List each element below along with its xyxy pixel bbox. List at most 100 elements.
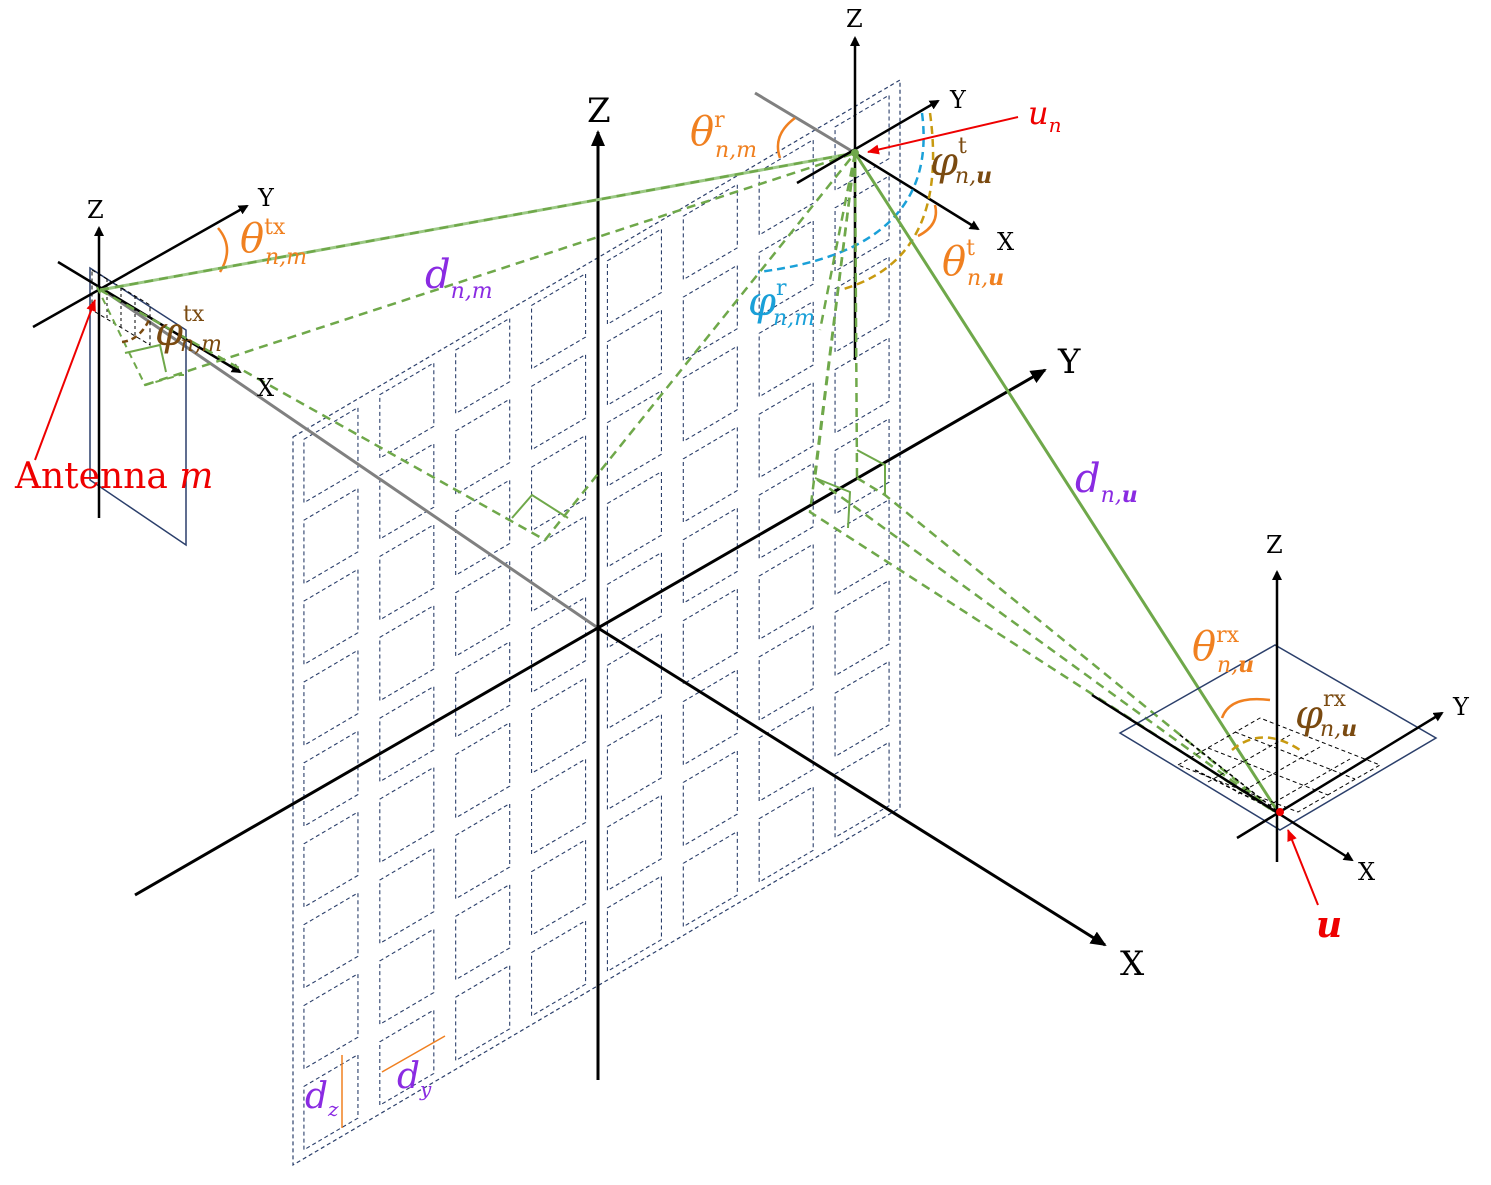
- phi-t-arc: [839, 112, 935, 292]
- u-pointer-arrow: [1287, 829, 1319, 906]
- ris-element-cell: [379, 685, 435, 783]
- ris-right-angle-2: [856, 449, 886, 495]
- theta-rx-sub: n,: [1217, 653, 1238, 678]
- ris-element-cell: [758, 705, 814, 803]
- d-nm-label: dn,m: [425, 252, 493, 304]
- ris-element-cell: [455, 802, 511, 900]
- tx-x-label: X: [257, 374, 274, 402]
- phi-tx-base: φ: [155, 309, 183, 355]
- ris-right-angle: [511, 493, 569, 519]
- phi-rx-sub: n,: [1320, 717, 1341, 742]
- ris-element-cell: [455, 398, 511, 496]
- ris-panel-outline: [292, 78, 901, 1167]
- tx-y-label: Y: [257, 184, 275, 212]
- rx-array-line: [1234, 731, 1356, 780]
- ris-element-cell: [758, 785, 814, 884]
- ris-element-cell: [606, 632, 662, 730]
- ris-element-cell: [531, 838, 587, 937]
- ris-element-cell: [531, 353, 587, 451]
- theta-rx-sup: rx: [1216, 623, 1240, 648]
- tx-ris-dashed-proj: [99, 152, 856, 542]
- tx-ris-dashed-lower: [144, 151, 856, 387]
- antenna-label-var: m: [179, 456, 213, 497]
- ris-element-cell: [303, 1053, 359, 1151]
- ris-element-cell: [531, 272, 587, 370]
- ris-element-cell: [834, 94, 890, 192]
- ris-element-cell: [455, 317, 511, 415]
- theta-t-sub: n,: [967, 266, 988, 291]
- un-pointer-arrow: [867, 116, 1019, 155]
- ris-element-cell: [303, 649, 359, 747]
- theta-rx-arc: [1220, 697, 1271, 719]
- ris-element-cell: [682, 345, 738, 443]
- theta-rx-base: θ: [1192, 624, 1216, 670]
- d-nu-subb: u: [1122, 482, 1138, 508]
- ris-element-cell: [455, 559, 511, 658]
- ris-element-cell: [834, 579, 890, 677]
- rx-array-line: [1207, 747, 1329, 796]
- ris-element-cell: [531, 919, 587, 1017]
- ris-element-cell: [682, 830, 738, 928]
- ris-element-cell: [455, 479, 511, 577]
- ris-element-cell: [531, 677, 587, 775]
- ris-drop-right: [808, 152, 1276, 814]
- phi-tx-sup: tx: [183, 302, 205, 327]
- ris-element-grid: [292, 78, 901, 1167]
- ris-element-cell: [834, 175, 890, 273]
- ris-y-axis: [796, 99, 940, 185]
- theta-t-sup: t: [966, 236, 975, 261]
- ris-element-cell: [455, 721, 511, 819]
- antenna-label-prefix: Antenna: [14, 456, 179, 497]
- phi-t-sub: n,: [955, 164, 976, 189]
- ris-element-cell: [682, 507, 738, 605]
- un-base: u: [1028, 94, 1049, 132]
- ris-element-cell: [303, 487, 359, 585]
- ris-element-cell: [531, 434, 587, 532]
- ris-element-cell: [455, 964, 511, 1062]
- ris-element-cell: [606, 875, 662, 973]
- ris-element-group: [757, 36, 1276, 814]
- tx-x-axis: [57, 260, 242, 374]
- rx-array-line: [1237, 746, 1321, 795]
- antenna-pointer-arrow: [34, 299, 96, 461]
- ris-in-plane-line: [818, 152, 857, 331]
- ris-element-cell: [834, 336, 890, 434]
- ris-element-cell: [606, 389, 662, 487]
- main-x-axis: [597, 626, 1107, 947]
- ris-element-cell: [379, 604, 435, 702]
- theta-r-base: θ: [690, 109, 714, 155]
- theta-rx-subb: u: [1238, 652, 1254, 678]
- ris-right-angle-3: [814, 477, 852, 529]
- ris-element-cell: [303, 568, 359, 666]
- ris-element-cell: [606, 551, 662, 649]
- ris-element-cell: [834, 255, 890, 354]
- ris-element-cell: [379, 1009, 435, 1107]
- antenna-label: Antenna m: [14, 456, 213, 497]
- rx-x-axis: [1091, 693, 1354, 862]
- dz-label: dz: [305, 1076, 339, 1121]
- theta-r-arc: [776, 116, 796, 159]
- ris-element-cell: [758, 543, 814, 641]
- user-point: [1276, 808, 1284, 816]
- ris-element-cell: [379, 847, 435, 945]
- theta-t-subb: u: [988, 265, 1004, 291]
- phi-r-arc: [757, 112, 925, 274]
- ris-element-cell: [379, 442, 435, 540]
- ris-drop-right2: [813, 152, 1276, 814]
- ris-element-cell: [758, 381, 814, 479]
- main-x-label: X: [1120, 944, 1145, 984]
- tx-antenna-group: [32, 204, 249, 547]
- ris-element-cell: [303, 406, 359, 504]
- ris-element-cell: [455, 883, 511, 981]
- tx-gray-axis-line: [96, 284, 599, 630]
- ris-y-label: Y: [949, 86, 967, 114]
- ris-element-cell: [834, 741, 890, 839]
- d-nm-sub: n,m: [451, 279, 493, 304]
